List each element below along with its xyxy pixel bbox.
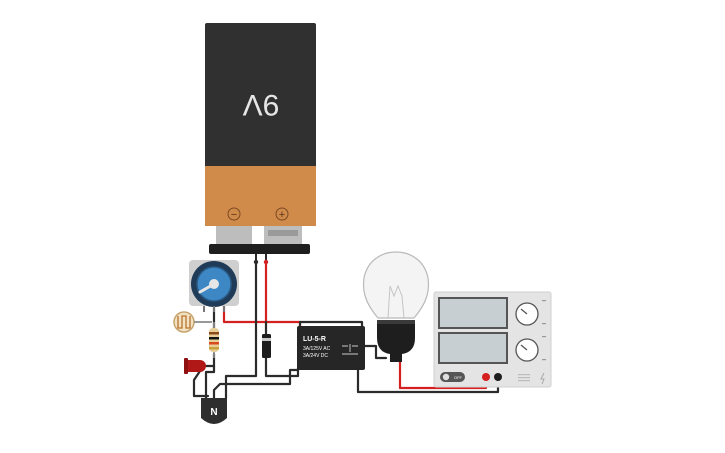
wire-black-transistor-relay[interactable]	[212, 368, 300, 400]
battery-body	[205, 23, 316, 168]
switch-toggle	[442, 373, 450, 381]
power-supply[interactable]: OFF	[433, 291, 552, 388]
supply-screen-current	[438, 332, 508, 364]
resistor-band-4	[209, 347, 219, 350]
potentiometer[interactable]	[189, 260, 239, 312]
battery-plus-symbol: +	[279, 209, 285, 221]
diode-band	[262, 338, 271, 341]
ldr-body	[173, 311, 195, 333]
led-body	[186, 360, 206, 372]
led-rim	[184, 358, 188, 374]
resistor-band-3	[209, 342, 219, 345]
battery-9v[interactable]: 9V − +	[205, 23, 316, 265]
bulb-socket-rim	[377, 320, 415, 324]
ldr-track	[177, 315, 191, 329]
battery-band	[205, 166, 316, 226]
bulb-socket	[377, 320, 415, 362]
diode[interactable]	[262, 334, 271, 358]
transistor-npn[interactable]: N	[201, 398, 227, 424]
supply-screen-voltage	[438, 297, 508, 329]
pot-legs	[203, 306, 225, 312]
battery-terminal-minus[interactable]	[216, 226, 252, 244]
bulb-filament	[387, 284, 405, 319]
photoresistor[interactable]	[173, 311, 212, 333]
bulb-glass	[362, 251, 430, 319]
wire-red-pot-to-relay[interactable]	[222, 304, 302, 332]
lead-tip-red	[263, 259, 269, 265]
battery-plus-marker	[275, 207, 289, 221]
battery-minus-marker	[227, 207, 241, 221]
led-red[interactable]	[184, 358, 206, 374]
lead-tip-black	[253, 259, 259, 265]
supply-switch-label: OFF	[454, 375, 463, 380]
transistor-face	[205, 402, 223, 418]
wire-black-resistor-transistor[interactable]	[204, 352, 216, 400]
transistor-label: N	[210, 407, 217, 418]
resistor-band-2	[209, 337, 219, 340]
relay-model: LU-5-R	[303, 336, 326, 343]
current-knob-indicator	[520, 344, 528, 351]
supply-terminal-negative[interactable]	[494, 373, 502, 381]
resistor[interactable]	[209, 322, 219, 358]
relay-body	[297, 326, 365, 370]
battery-voltage-label: 9V	[243, 88, 280, 121]
relay-rating-ac: 3A/125V AC	[303, 346, 331, 352]
battery-minus-symbol: −	[231, 209, 237, 221]
battery-snap-connector[interactable]	[209, 244, 310, 254]
supply-terminal-positive[interactable]	[482, 373, 490, 381]
relay[interactable]: LU-5-R 3A/125V AC 3A/24V DC	[297, 326, 365, 370]
supply-vents	[518, 374, 530, 382]
lightning-icon	[540, 372, 545, 385]
voltage-knob-indicator	[520, 308, 528, 315]
supply-knob-ticks	[542, 300, 546, 361]
wire-black-battery-minus[interactable]	[224, 260, 258, 400]
resistor-band-1	[209, 332, 219, 335]
light-bulb[interactable]	[362, 251, 430, 362]
wire-black-relay-bulb[interactable]	[360, 344, 388, 360]
diode-body	[262, 334, 271, 358]
relay-switch-symbol	[342, 344, 358, 355]
relay-rating-dc: 3A/24V DC	[303, 353, 328, 359]
battery-terminal-plus-top	[268, 230, 298, 236]
pot-pointer	[198, 282, 216, 294]
